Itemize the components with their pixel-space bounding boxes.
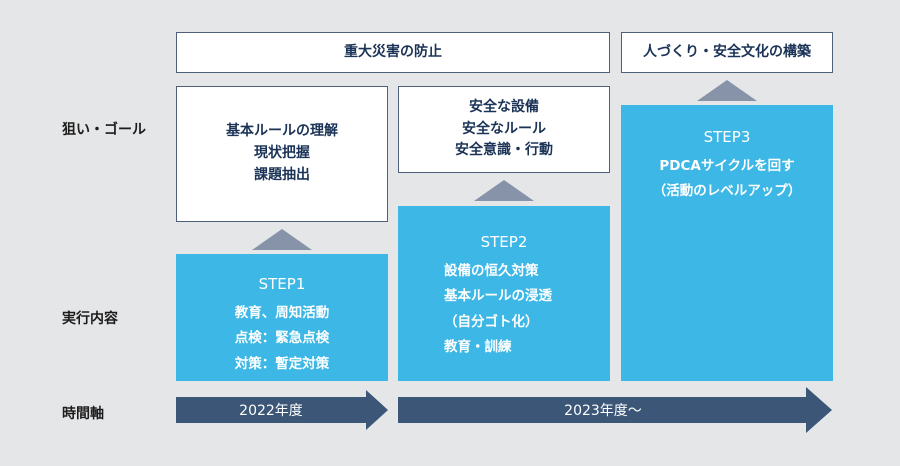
timeline-label-2022: 2022年度 [239, 403, 303, 419]
step2-title: STEP2 [480, 233, 528, 251]
row-label-timeline: 時間軸 [62, 406, 104, 422]
step2-action-line: 基本ルールの浸透 [444, 288, 552, 305]
row-label-execution: 実行内容 [62, 311, 118, 327]
connector-triangle-phase3 [697, 80, 757, 101]
phase1-goal-line: 基本ルールの理解 [226, 123, 338, 140]
goal-box-major-disaster-prevention: 重大災害の防止 [176, 32, 610, 73]
step2-box: STEP2 設備の恒久対策 基本ルールの浸透 （自分ゴト化） 教育・訓練 [398, 206, 610, 381]
step3-action-line: （活動のレベルアップ） [652, 183, 802, 200]
step1-box: STEP1 教育、周知活動 点検：緊急点検 対策：暫定対策 [176, 254, 388, 381]
step2-action-line: 設備の恒久対策 [444, 262, 539, 279]
step1-title: STEP1 [258, 275, 306, 293]
timeline-arrow-2023 [398, 387, 832, 433]
phase2-goal-line: 安全な設備 [469, 98, 539, 115]
phase2-goal-line: 安全意識・行動 [455, 142, 553, 159]
timeline-arrow-2022 [176, 390, 388, 430]
step1-action-line: 教育、周知活動 [234, 304, 330, 321]
phase1-goal-line: 課題抽出 [254, 166, 310, 183]
step2-action-line: 教育・訓練 [444, 339, 512, 356]
goal-text-major-disaster-prevention: 重大災害の防止 [344, 43, 442, 60]
step1-action-line: 対策：暫定対策 [234, 355, 330, 372]
step3-box: STEP3 PDCAサイクルを回す （活動のレベルアップ） [621, 105, 833, 381]
timeline-label-2023: 2023年度～ [564, 403, 642, 419]
phase1-goal-box: 基本ルールの理解 現状把握 課題抽出 [176, 86, 388, 222]
phase2-goal-box: 安全な設備 安全なルール 安全意識・行動 [398, 86, 610, 173]
goal-box-safety-culture: 人づくり・安全文化の構築 [621, 32, 833, 73]
connector-triangle-phase2 [474, 180, 534, 201]
phase2-goal-line: 安全なルール [462, 120, 546, 137]
phase1-goal-line: 現状把握 [254, 145, 310, 162]
row-label-goal: 狙い・ゴール [62, 122, 146, 138]
step1-action-line: 点検：緊急点検 [234, 330, 330, 347]
goal-text-safety-culture: 人づくり・安全文化の構築 [643, 43, 811, 60]
step2-action-line: （自分ゴト化） [444, 313, 539, 330]
connector-triangle-phase1 [252, 229, 312, 250]
step3-action-line: PDCAサイクルを回す [659, 157, 795, 174]
step3-title: STEP3 [703, 128, 751, 146]
